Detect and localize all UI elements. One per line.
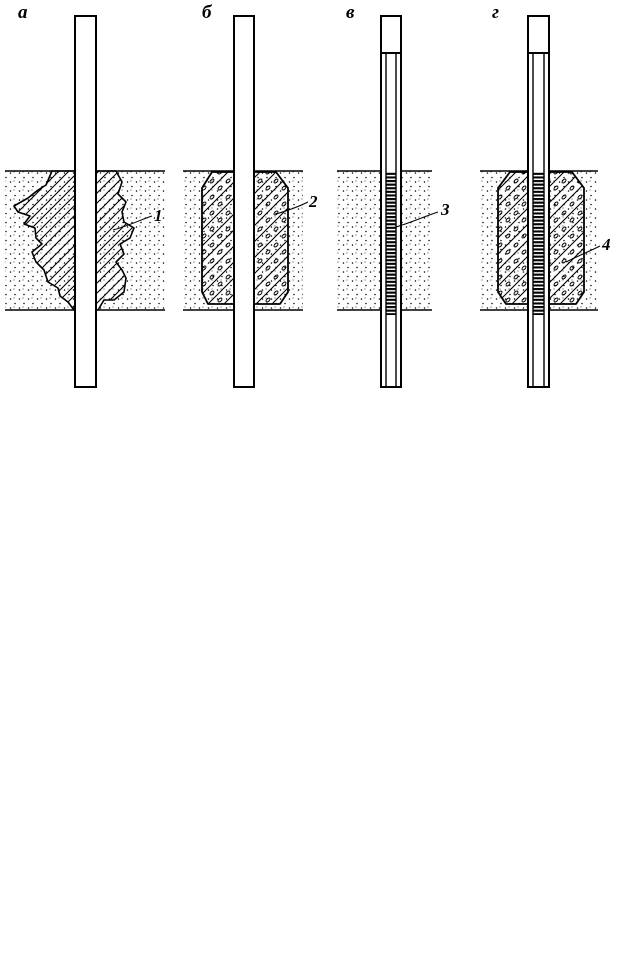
callout-label-3: 3 (440, 200, 450, 219)
callout-label-1: 1 (154, 206, 163, 225)
well-casing (234, 16, 254, 387)
callout-label-4: 4 (601, 235, 611, 254)
callout-label-2: 2 (308, 192, 318, 211)
panel-label-v: в (346, 2, 355, 23)
well-screen-filter (533, 172, 544, 315)
panel-label-a: а (18, 2, 28, 23)
panel-label-b: б (202, 2, 213, 23)
panel-v (337, 16, 432, 387)
panel-label-g: г (492, 2, 499, 23)
well-screen-filter (386, 172, 396, 315)
panel-g (480, 16, 598, 387)
outer-casing (528, 16, 549, 53)
well-casing (75, 16, 96, 387)
panel-a (5, 16, 165, 387)
panel-b (183, 16, 303, 387)
outer-casing (381, 16, 401, 53)
